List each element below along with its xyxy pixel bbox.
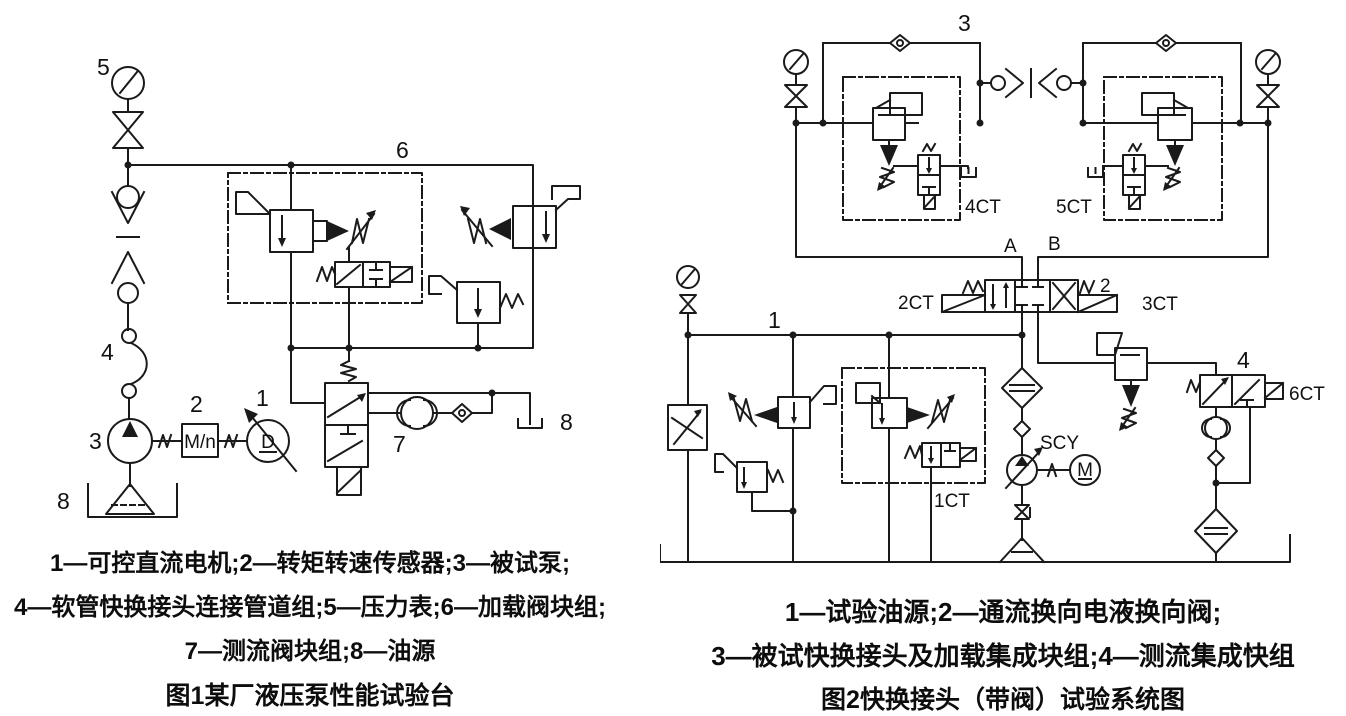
directional-valve-icon xyxy=(940,279,1119,314)
label-2ct: 2CT xyxy=(898,293,934,314)
motor-text: M xyxy=(1077,460,1093,481)
label-flow-block: 7 xyxy=(393,431,406,457)
oil-tank-icon xyxy=(87,483,178,518)
label-pump: 3 xyxy=(89,428,102,454)
label-hose: 4 xyxy=(101,339,114,365)
label-1ct: 1CT xyxy=(934,491,970,512)
scy-pump-icon xyxy=(1004,447,1043,490)
label-gauge: 5 xyxy=(97,54,110,80)
figure1-schematic: 5 6 4 3 8 2 1 7 8 M/n D xyxy=(57,54,581,518)
flow-meter-icon xyxy=(1201,416,1231,440)
label-tank-right: 8 xyxy=(560,409,573,435)
sensor-text: M/n xyxy=(184,432,216,453)
pressure-gauge-icon xyxy=(676,265,700,314)
figure2-caption: 1—试验油源;2—通流换向电液换向阀; 3—被试快换接头及加载集成块组;4—测流… xyxy=(660,590,1346,716)
electric-motor-icon xyxy=(1046,454,1101,486)
pressure-valve-icon xyxy=(428,275,525,324)
loading-cartridge-block-4ct xyxy=(842,76,977,221)
flow-meter-icon xyxy=(396,396,438,430)
label-5ct: 5CT xyxy=(1056,197,1092,218)
loading-valve-block xyxy=(227,172,581,324)
figure1-caption-line-3: 7—测流阀块组;8—油源 xyxy=(184,638,436,665)
figure1-caption-line-1: 1—可控直流电机;2—转矩转速传感器;3—被试泵; xyxy=(49,550,571,577)
label-port-a: A xyxy=(1004,236,1017,257)
motor-text: D xyxy=(261,432,275,453)
pressure-gauge-icon xyxy=(1255,49,1281,108)
label-6ct: 6CT xyxy=(1289,384,1325,405)
figure2-caption-line-2: 3—被试快换接头及加载集成块组;4—测流集成快组 xyxy=(711,641,1295,671)
figure2-schematic: 3 4CT 5CT A B 2 2CT 3CT 1 1CT 4 6CT SCY … xyxy=(660,10,1325,564)
proportional-relief-valve-icon xyxy=(235,191,376,253)
fig2-pipes xyxy=(660,42,1291,563)
check-valve-icon xyxy=(451,403,473,423)
figure2-caption-line-1: 1—试验油源;2—通流换向电液换向阀; xyxy=(784,597,1222,627)
loading-cartridge-block-5ct xyxy=(1087,76,1223,221)
return-filter-icon xyxy=(1194,508,1238,554)
label-3ct: 3CT xyxy=(1142,294,1178,315)
flow-valve-icon xyxy=(324,359,369,496)
relief-valve-icon xyxy=(460,185,581,249)
label-valve2: 2 xyxy=(1100,276,1111,297)
figure1-title: 图1某厂液压泵性能试验台 xyxy=(165,682,455,710)
quick-coupler-icon xyxy=(979,67,1084,99)
label-flow-block: 4 xyxy=(1237,347,1250,373)
check-valve-icon xyxy=(1013,420,1031,438)
label-sensor: 2 xyxy=(190,391,203,417)
torque-speed-sensor-icon xyxy=(157,423,239,458)
pressure-gauge-icon xyxy=(783,49,809,108)
throttle-valve-icon xyxy=(667,404,708,451)
drain-tank-icon xyxy=(517,418,543,429)
shutoff-valve-icon xyxy=(112,111,144,149)
junction-dots xyxy=(684,79,1272,515)
solenoid-valve-icon xyxy=(315,261,414,288)
figure1-caption: 1—可控直流电机;2—转矩转速传感器;3—被试泵; 4—软管快换接头连接管道组;… xyxy=(0,542,620,716)
label-source: 1 xyxy=(768,307,781,333)
label-coupler-block: 3 xyxy=(958,10,971,36)
dc-motor-icon xyxy=(244,408,298,473)
figure2-title: 图2快换接头（带阀）试验系统图 xyxy=(821,686,1185,714)
pump-icon xyxy=(107,418,153,464)
shutoff-valve-icon xyxy=(1014,504,1031,520)
proportional-relief-valve-icon xyxy=(728,385,837,429)
label-loading-block: 6 xyxy=(396,137,409,163)
suction-filter-icon xyxy=(1001,367,1043,409)
pressure-gauge-icon xyxy=(111,66,145,100)
quick-coupler-icon xyxy=(110,185,146,304)
junction-dots xyxy=(124,161,496,397)
hose-icon xyxy=(121,328,148,399)
label-motor: 1 xyxy=(256,385,269,411)
oil-tank-icon xyxy=(998,537,1046,564)
figure1-caption-line-2: 4—软管快换接头连接管道组;5—压力表;6—加载阀块组; xyxy=(13,594,607,621)
label-4ct: 4CT xyxy=(965,197,1001,218)
check-valve-icon xyxy=(1207,449,1225,467)
pilot-relief-valve-icon xyxy=(714,453,794,512)
pump-text: SCY xyxy=(1040,433,1079,454)
label-port-b: B xyxy=(1048,234,1061,255)
solenoid-valve-6ct-icon xyxy=(1185,374,1285,408)
loading-block-1ct xyxy=(841,367,986,484)
label-tank-left: 8 xyxy=(57,488,70,514)
cartridge-relief-valve-icon xyxy=(1096,332,1148,431)
check-valve-icon xyxy=(889,34,1177,52)
fig1-pipes xyxy=(127,98,534,487)
